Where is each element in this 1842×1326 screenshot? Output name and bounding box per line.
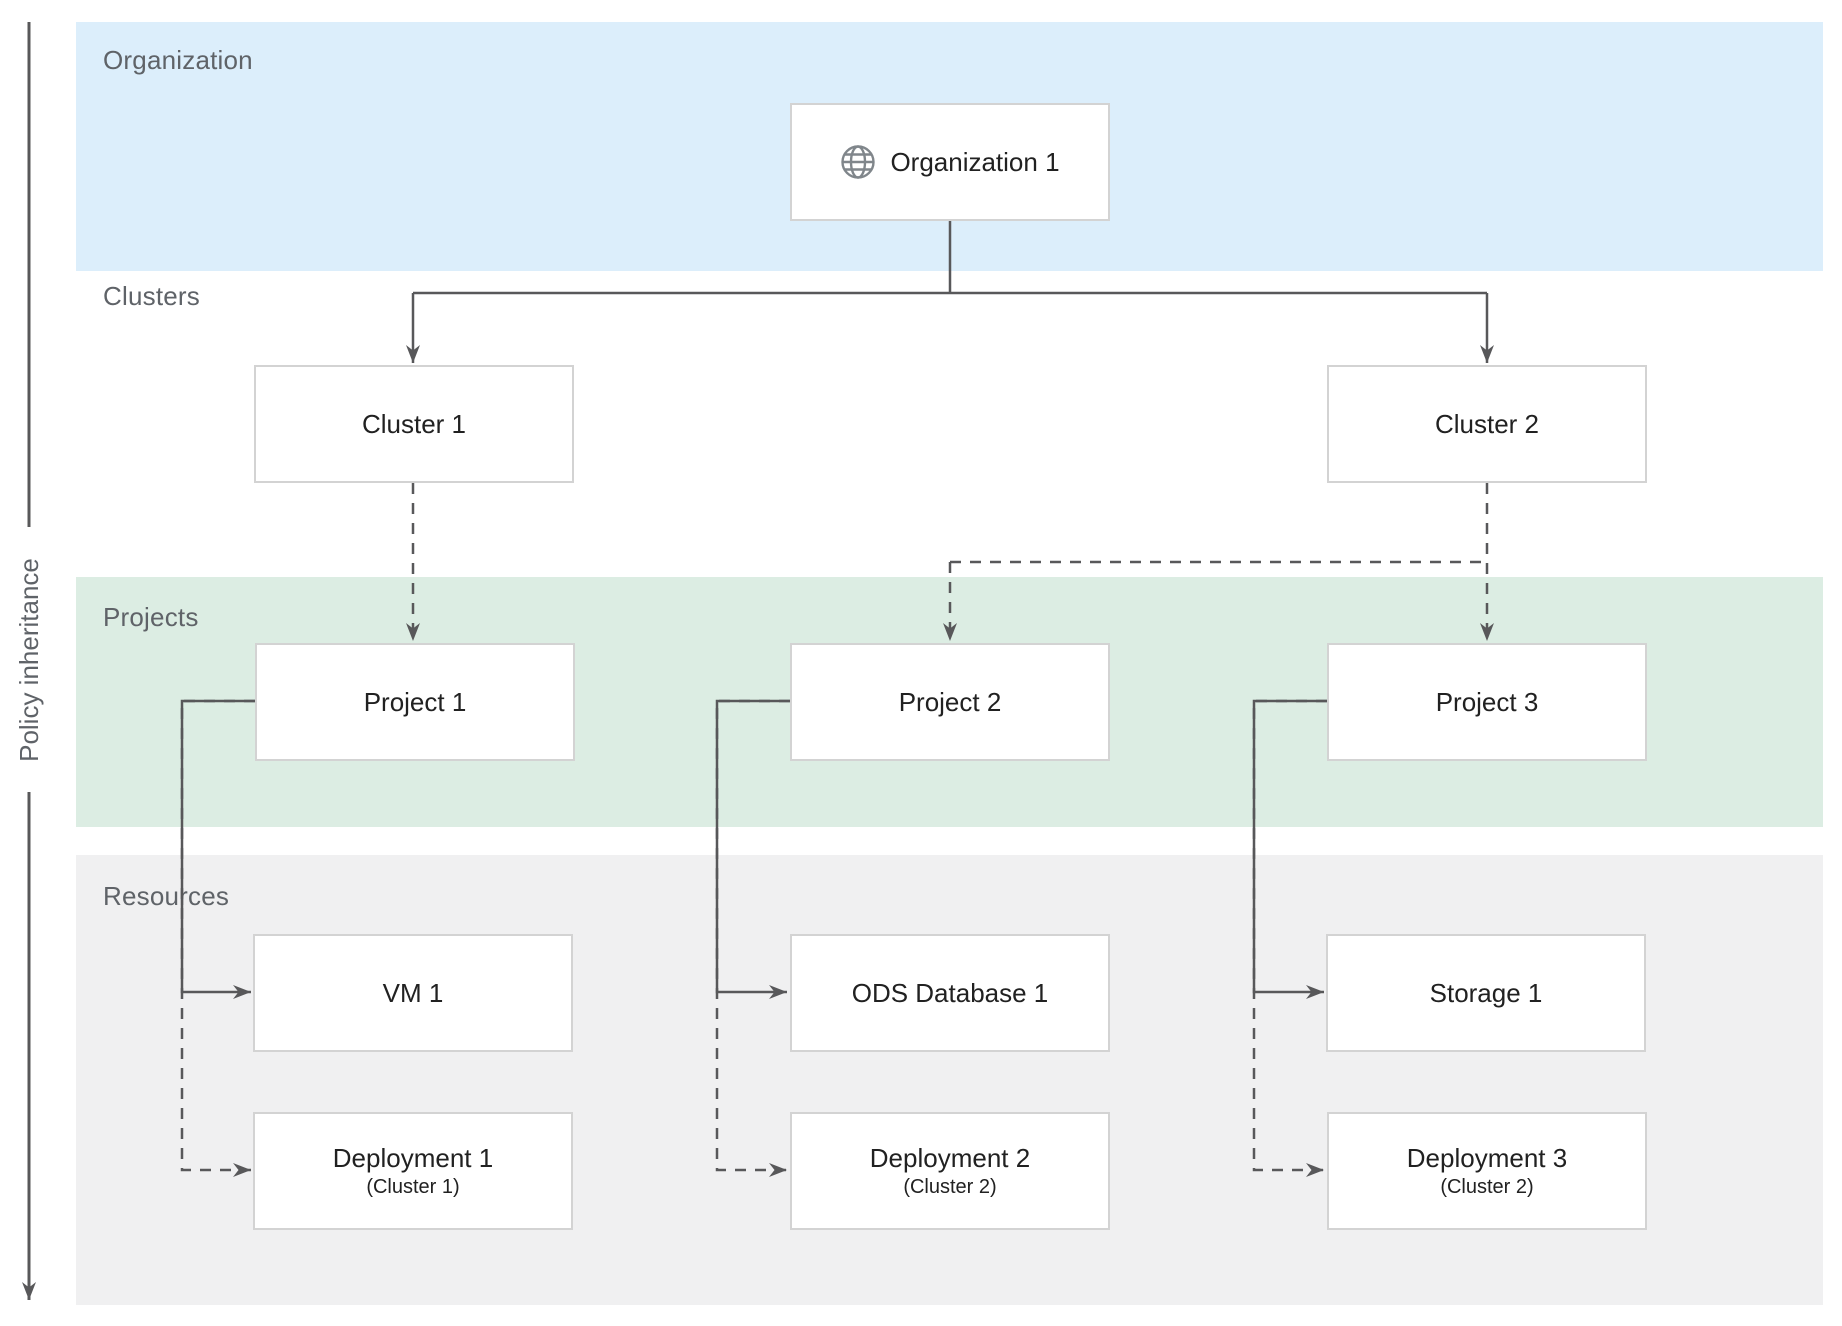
node-label: ODS Database 1 xyxy=(851,977,1049,1008)
node-label: Cluster 1 xyxy=(361,408,467,439)
node-vm1: VM 1 xyxy=(253,934,573,1052)
edge-organization-to-clusters xyxy=(406,221,1494,363)
node-label: Deployment 2 xyxy=(869,1143,1031,1174)
node-storage1: Storage 1 xyxy=(1326,934,1646,1052)
node-project1: Project 1 xyxy=(255,643,575,761)
edge-project3-to-deployment3 xyxy=(1252,699,1327,1177)
node-label: Deployment 3 xyxy=(1406,1143,1568,1174)
edge-project1-to-vm1 xyxy=(180,699,255,999)
resources-band xyxy=(76,855,1823,1305)
node-ods-database1: ODS Database 1 xyxy=(790,934,1110,1052)
projects-band-label: Projects xyxy=(103,602,199,632)
node-cluster1: Cluster 1 xyxy=(254,365,574,483)
node-sublabel: (Cluster 2) xyxy=(903,1175,997,1198)
node-sublabel: (Cluster 1) xyxy=(366,1175,460,1198)
globe-icon xyxy=(841,145,876,179)
node-label: Project 1 xyxy=(363,686,467,717)
node-deployment3: Deployment 3 (Cluster 2) xyxy=(1327,1112,1647,1230)
node-sublabel: (Cluster 2) xyxy=(1440,1175,1534,1198)
node-deployment1: Deployment 1 (Cluster 1) xyxy=(253,1112,573,1230)
edge-project1-to-deployment1 xyxy=(180,699,255,1177)
node-label: Deployment 1 xyxy=(332,1143,494,1174)
node-label: Organization 1 xyxy=(890,146,1060,177)
node-label: Storage 1 xyxy=(1429,977,1543,1008)
edge-project2-to-ods1 xyxy=(715,699,790,999)
node-label: Cluster 2 xyxy=(1434,408,1540,439)
node-label: Project 2 xyxy=(898,686,1002,717)
edge-project2-to-deployment2 xyxy=(715,699,790,1177)
edge-project3-to-storage1 xyxy=(1252,699,1327,999)
policy-inheritance-label: Policy inheritance xyxy=(13,558,44,762)
node-deployment2: Deployment 2 (Cluster 2) xyxy=(790,1112,1110,1230)
node-label: Project 3 xyxy=(1435,686,1539,717)
node-label: VM 1 xyxy=(382,977,444,1008)
organization-band-label: Organization xyxy=(103,45,253,75)
node-project3: Project 3 xyxy=(1327,643,1647,761)
clusters-band-label: Clusters xyxy=(103,281,200,311)
edge-cluster2-to-projects xyxy=(943,483,1494,641)
node-project2: Project 2 xyxy=(790,643,1110,761)
resources-band-label: Resources xyxy=(103,881,230,911)
node-cluster2: Cluster 2 xyxy=(1327,365,1647,483)
node-organization1: Organization 1 xyxy=(790,103,1110,221)
